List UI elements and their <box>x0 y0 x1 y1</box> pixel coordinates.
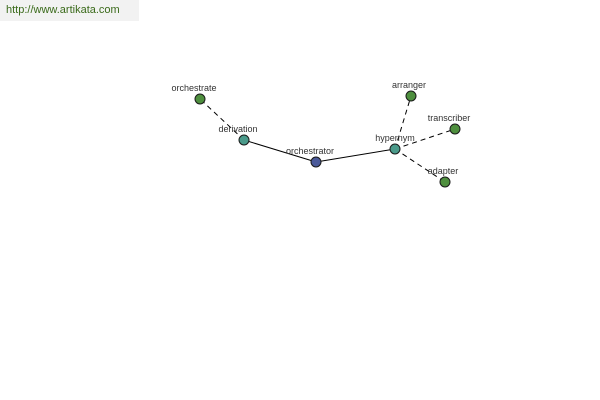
node-derivation[interactable]: derivation <box>218 124 258 146</box>
nodes-layer: orchestrator derivation orchestrate hyperny… <box>171 80 471 188</box>
node-label-orchestrate: orchestrate <box>171 83 216 93</box>
node-label-hypernym: hypernym <box>375 133 415 143</box>
node-label-derivation: derivation <box>218 124 257 134</box>
node-label-adapter: adapter <box>428 166 459 176</box>
source-url[interactable]: http://www.artikata.com <box>0 0 139 21</box>
node-circle-transcriber[interactable] <box>449 123 461 135</box>
edge-hypernym-transcriber <box>394 128 456 150</box>
node-circle-arranger[interactable] <box>405 90 417 102</box>
node-circle-hypernym[interactable] <box>389 143 401 155</box>
node-circle-adapter[interactable] <box>439 176 451 188</box>
node-label-arranger: arranger <box>392 80 426 90</box>
edge-hypernym-adapter <box>394 148 446 183</box>
edge-hypernym-arranger <box>394 95 412 150</box>
node-label-orchestrator: orchestrator <box>286 146 334 156</box>
node-hypernym[interactable]: hypernym <box>375 133 415 155</box>
edges-layer <box>199 95 456 183</box>
node-circle-derivation[interactable] <box>238 134 250 146</box>
node-arranger[interactable]: arranger <box>392 80 426 102</box>
node-label-transcriber: transcriber <box>428 113 471 123</box>
node-orchestrator[interactable]: orchestrator <box>286 146 334 168</box>
edge-orchestrator-derivation <box>243 139 317 163</box>
edge-orchestrator-hypernym <box>315 148 396 163</box>
node-adapter[interactable]: adapter <box>428 166 459 188</box>
node-circle-orchestrator[interactable] <box>310 156 322 168</box>
node-transcriber[interactable]: transcriber <box>428 113 471 135</box>
edge-derivation-orchestrate <box>199 98 245 141</box>
node-orchestrate[interactable]: orchestrate <box>171 83 217 105</box>
node-circle-orchestrate[interactable] <box>194 93 206 105</box>
